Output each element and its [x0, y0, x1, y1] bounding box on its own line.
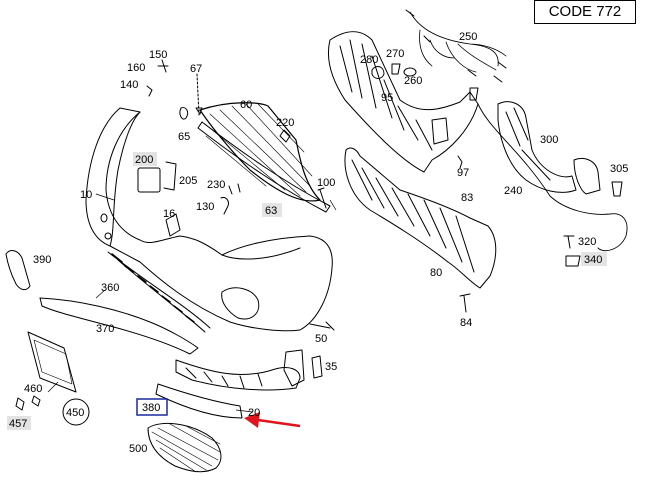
upper-grille — [199, 102, 321, 202]
bumper-inner-edge — [109, 111, 141, 247]
bracket-300 — [497, 101, 577, 193]
part-label-150: 150 — [149, 49, 167, 61]
part-label-65: 65 — [178, 131, 190, 143]
label-bg-457 — [7, 416, 31, 430]
part-label-140: 140 — [120, 79, 138, 91]
part-label-320: 320 — [578, 236, 596, 248]
part-label-305: 305 — [610, 163, 628, 175]
part-label-457: 457 — [9, 418, 27, 430]
part-label-250: 250 — [459, 31, 477, 43]
part-label-83: 83 — [461, 192, 473, 204]
part-label-340: 340 — [584, 254, 602, 266]
part-390 — [5, 250, 31, 291]
code-label: CODE 772 — [548, 3, 622, 20]
spoiler-360 — [39, 297, 199, 355]
part-label-450: 450 — [66, 407, 84, 419]
license-plate-holder — [27, 331, 77, 393]
part-label-220: 220 — [276, 117, 294, 129]
red-arrow-indicator — [244, 412, 301, 428]
part-label-280: 280 — [360, 54, 378, 66]
part-label-130: 130 — [196, 201, 214, 213]
part-label-10: 10 — [80, 189, 92, 201]
part-labels: 150 160 140 67 60 65 220 200 205 10 230 … — [9, 31, 628, 455]
part-label-380: 380 — [142, 402, 160, 414]
part-label-370: 370 — [96, 323, 114, 335]
part-label-390: 390 — [33, 254, 51, 266]
label-bg-63 — [262, 203, 282, 217]
bumper-fog-lamp-recess — [221, 287, 260, 320]
bumper-cover — [85, 107, 333, 332]
grille-trim-63 — [197, 121, 331, 213]
bumper-grille-opening — [221, 247, 301, 260]
part-label-460: 460 — [24, 383, 42, 395]
part-label-240: 240 — [504, 185, 522, 197]
part-label-200: 200 — [135, 154, 153, 166]
part-label-84: 84 — [460, 317, 472, 329]
part-label-360: 360 — [101, 282, 119, 294]
part-label-97: 97 — [457, 167, 469, 179]
wiring-harness — [409, 11, 507, 73]
lower-grille-strip — [107, 251, 211, 333]
part-label-160: 160 — [127, 62, 145, 74]
part-label-500: 500 — [129, 443, 147, 455]
part-label-35: 35 — [325, 361, 337, 373]
part-label-63: 63 — [265, 205, 277, 217]
part-label-80: 80 — [430, 267, 442, 279]
part-label-20: 20 — [248, 407, 260, 419]
sensor-cable-240 — [477, 103, 628, 252]
part-label-50: 50 — [315, 333, 327, 345]
part-label-16: 16 — [163, 208, 175, 220]
part-label-300: 300 — [540, 134, 558, 146]
selected-part-box — [136, 398, 168, 416]
code-box: CODE 772 — [534, 0, 636, 24]
crossmember-83 — [344, 147, 497, 289]
part-label-270: 270 — [386, 48, 404, 60]
part-label-260: 260 — [404, 75, 422, 87]
crossmember-95 — [327, 31, 479, 173]
part-label-60: 60 — [240, 99, 252, 111]
part-label-205: 205 — [179, 175, 197, 187]
part-label-95: 95 — [381, 92, 393, 104]
part-label-100: 100 — [317, 177, 335, 189]
label-bg-340 — [581, 252, 607, 266]
lower-insert — [175, 359, 301, 391]
part-label-67: 67 — [190, 63, 202, 75]
part-label-230: 230 — [207, 179, 225, 191]
trim-strip-380 — [155, 383, 243, 419]
label-bg-200 — [133, 152, 157, 166]
